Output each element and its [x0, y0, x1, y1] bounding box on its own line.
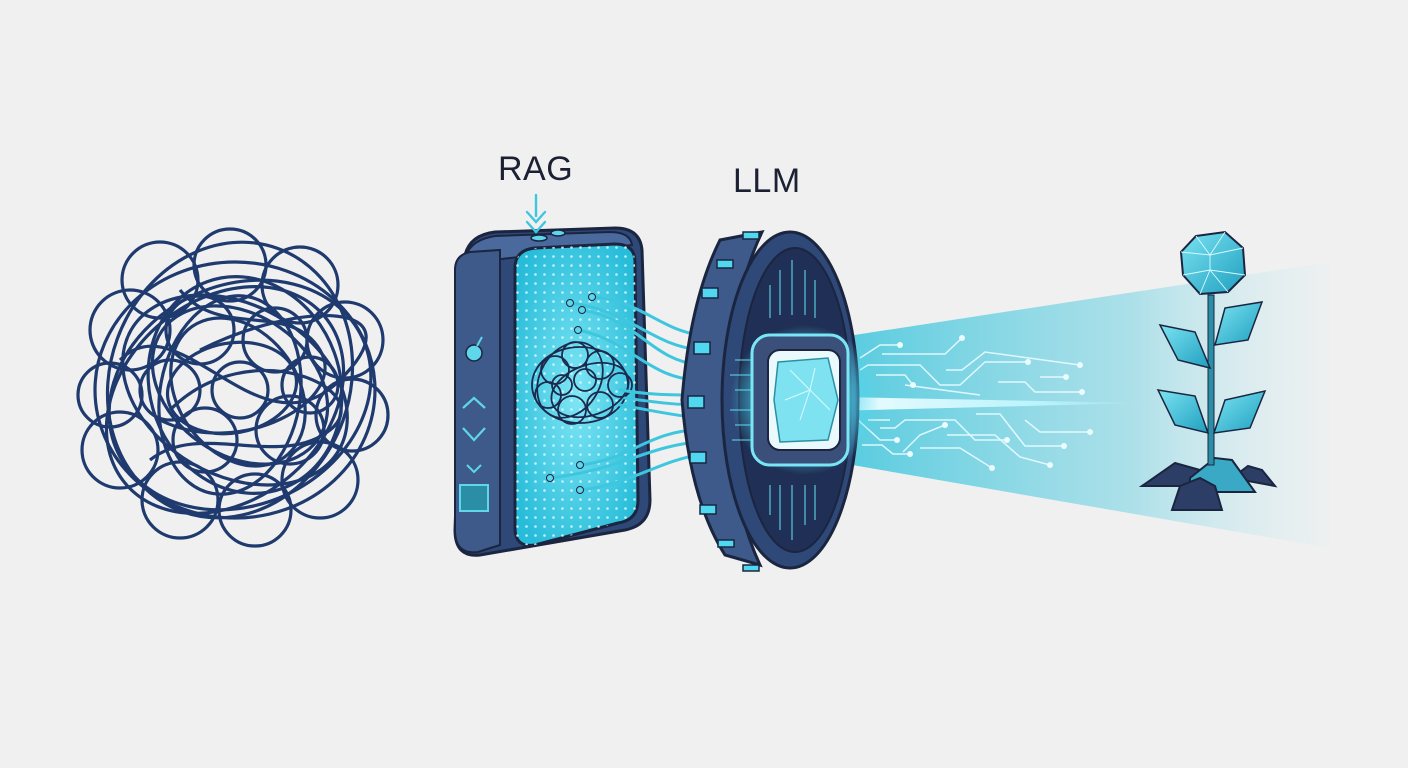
chevron-up-icon — [462, 396, 486, 409]
rag-screen-tangle — [531, 341, 633, 425]
crystal-plant — [1138, 230, 1278, 511]
rag-label: RAG — [498, 150, 574, 188]
small-chevron-down-icon — [466, 464, 482, 474]
llm-label: LLM — [733, 162, 801, 200]
cable-connectors — [546, 293, 596, 494]
rag-input-arrow-icon — [525, 193, 547, 234]
square-button-icon — [459, 484, 489, 512]
llm-ring — [680, 229, 880, 572]
rag-side-controls — [459, 336, 489, 512]
ring-lights — [687, 231, 760, 572]
tangled-data-ball — [76, 227, 390, 548]
power-knob-icon — [465, 344, 483, 362]
chevron-down-icon — [462, 427, 486, 442]
